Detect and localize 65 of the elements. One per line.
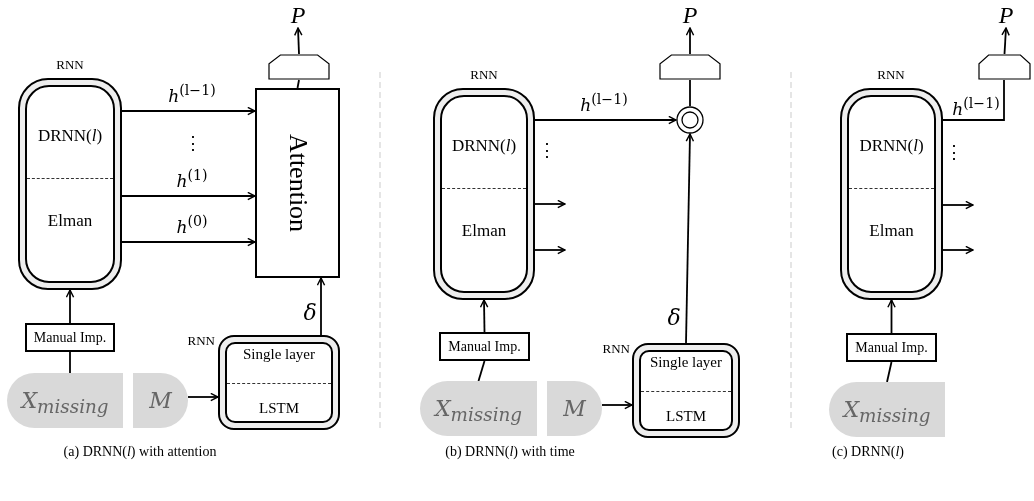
ellipsis-dots: ⋮ xyxy=(945,143,963,161)
arrow xyxy=(121,237,256,247)
output-symbol: P xyxy=(287,2,309,28)
attention-box xyxy=(255,88,340,278)
arrow xyxy=(65,289,75,324)
block-type-label: RNN xyxy=(470,68,498,81)
arrow xyxy=(685,27,695,55)
block-type-label: RNN xyxy=(877,68,905,81)
output-layer-trapezoid xyxy=(268,54,330,80)
arrow xyxy=(942,245,974,255)
output-symbol: P xyxy=(679,2,701,28)
arrow xyxy=(121,106,256,116)
edge-label: h$^{(0)}$ xyxy=(175,214,209,236)
arrow xyxy=(534,115,677,125)
attention-label: Attention xyxy=(284,133,311,233)
arrow xyxy=(601,400,633,410)
edge-label: h$^{(l−1)}$ xyxy=(579,92,629,114)
arrow xyxy=(316,277,326,336)
arrow xyxy=(534,245,566,255)
arrow xyxy=(534,199,566,209)
output-layer-trapezoid xyxy=(978,54,1031,80)
rnn-block xyxy=(632,343,740,438)
input-pill: X$_{missing}$ xyxy=(7,373,123,428)
panel-caption: (b) DRNN(l) with time xyxy=(445,445,575,459)
ellipsis-dots: ⋮ xyxy=(184,134,202,152)
rnn-block xyxy=(18,78,122,290)
layer-label: Elman xyxy=(868,221,915,239)
edge-label: h$^{(l−1)}$ xyxy=(167,83,217,105)
ellipsis-dots: ⋮ xyxy=(538,141,556,159)
rnn-block xyxy=(433,88,535,300)
block-type-label: RNN xyxy=(56,58,84,71)
layer-label: DRNN(l) xyxy=(36,126,104,144)
layer-label: Elman xyxy=(460,221,508,239)
imputation-box: Manual Imp. xyxy=(846,333,937,362)
layer-label: LSTM xyxy=(665,408,707,424)
arrow xyxy=(121,191,256,201)
block-type-label: RNN xyxy=(187,334,215,347)
edge-label: h$^{(l−1)}$ xyxy=(951,96,1001,118)
edge-label: h$^{(1)}$ xyxy=(175,168,209,190)
layer-label: DRNN(l) xyxy=(450,136,518,154)
rnn-block xyxy=(218,335,340,430)
arrow xyxy=(187,392,219,402)
mask-pill: M xyxy=(547,381,602,436)
layer-label: LSTM xyxy=(258,400,300,416)
output-symbol: P xyxy=(995,2,1017,28)
layer-label: Single layer xyxy=(241,347,317,363)
arrow xyxy=(1001,27,1010,55)
panel-caption: (a) DRNN(l) with attention xyxy=(63,445,217,459)
input-pill: X$_{missing}$ xyxy=(829,382,945,437)
mask-pill: M xyxy=(133,373,188,428)
arrow xyxy=(293,27,303,55)
block-type-label: RNN xyxy=(602,342,630,355)
imputation-box: Manual Imp. xyxy=(439,332,530,361)
operator-circle xyxy=(676,106,704,134)
arrow xyxy=(887,299,896,334)
output-layer-trapezoid xyxy=(659,54,721,80)
layer-label: Single layer xyxy=(648,355,724,371)
imputation-box: Manual Imp. xyxy=(25,323,115,352)
input-pill: X$_{missing}$ xyxy=(420,381,537,436)
arrow xyxy=(479,299,489,333)
layer-label: DRNN(l) xyxy=(858,136,925,154)
layer-label: Elman xyxy=(46,211,94,229)
rnn-block xyxy=(840,88,943,300)
arrow xyxy=(685,133,695,344)
arrow xyxy=(942,200,974,210)
